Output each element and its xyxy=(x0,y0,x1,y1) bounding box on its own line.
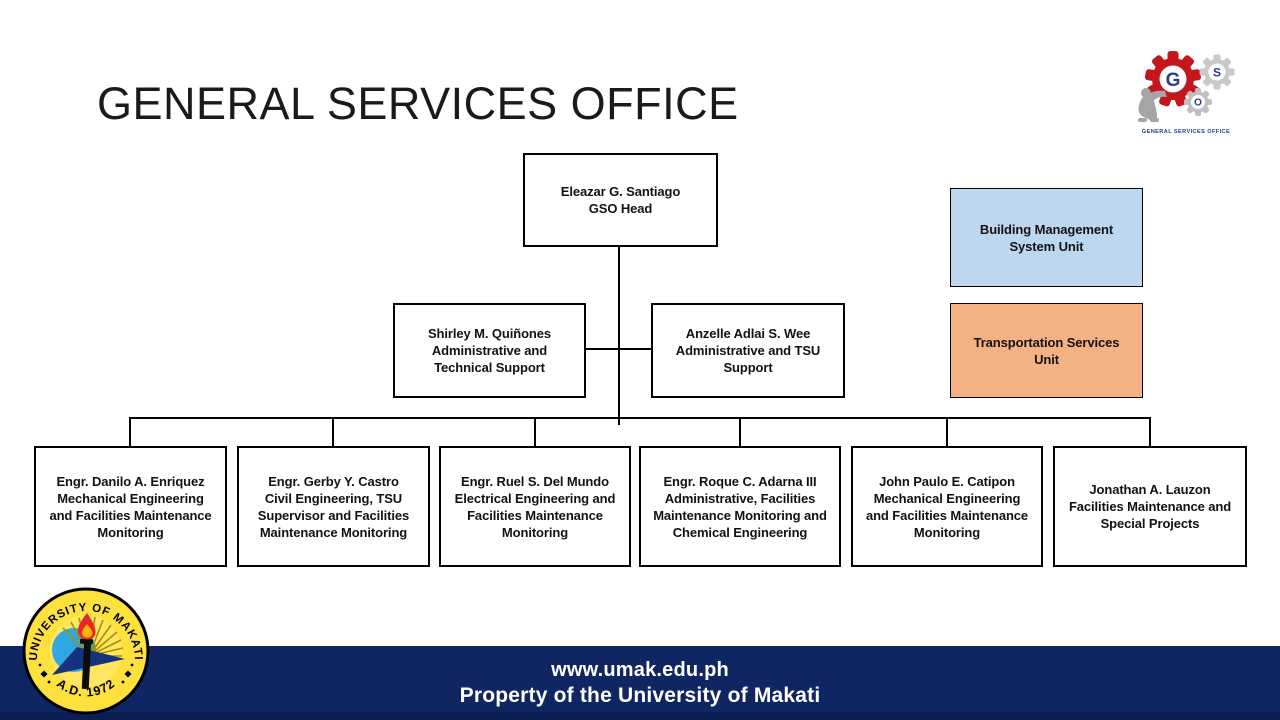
gear-o-icon: O xyxy=(1184,88,1212,116)
gso-logo-caption: GENERAL SERVICES OFFICE xyxy=(1142,129,1230,135)
gso-letter-g: G xyxy=(1166,70,1181,91)
umak-seal: UNIVERSITY OF MAKATI A.D. 1972 xyxy=(22,587,150,715)
connector-bus-horizontal xyxy=(129,417,1151,419)
footer-bar: www.umak.edu.ph Property of the Universi… xyxy=(0,646,1280,720)
org-box-admin-technical-support: Shirley M. Quiñones Administrative and T… xyxy=(393,303,586,398)
org-box-admin-tsu-support: Anzelle Adlai S. Wee Administrative and … xyxy=(651,303,845,398)
connector-drop-4 xyxy=(739,419,741,446)
connector-support-horizontal xyxy=(586,348,651,350)
org-box-lauzon: Jonathan A. Lauzon Facilities Maintenanc… xyxy=(1053,446,1247,567)
connector-drop-5 xyxy=(946,419,948,446)
seal-torch xyxy=(77,613,96,690)
page-title: GENERAL SERVICES OFFICE xyxy=(97,78,739,129)
org-box-catipon: John Paulo E. Catipon Mechanical Enginee… xyxy=(851,446,1043,567)
org-box-enriquez: Engr. Danilo A. Enriquez Mechanical Engi… xyxy=(34,446,227,567)
connector-drop-2 xyxy=(332,419,334,446)
org-box-adarna: Engr. Roque C. Adarna III Administrative… xyxy=(639,446,841,567)
connector-drop-3 xyxy=(534,419,536,446)
footer-website: www.umak.edu.ph xyxy=(551,658,729,681)
connector-drop-6 xyxy=(1149,419,1151,446)
gso-logo: G S xyxy=(1138,51,1235,135)
footer-property: Property of the University of Makati xyxy=(459,683,821,707)
footer-bottom-strip xyxy=(0,712,1280,720)
org-box-gso-head: Eleazar G. Santiago GSO Head xyxy=(523,153,718,247)
unit-box-building-management: Building Management System Unit xyxy=(950,188,1143,287)
seal-ornaments xyxy=(38,663,134,684)
connector-head-vertical xyxy=(618,247,620,425)
seal-emblem xyxy=(52,613,125,690)
gear-s-icon: S xyxy=(1199,54,1235,90)
connector-drop-1 xyxy=(129,419,131,446)
figure-icon xyxy=(1138,88,1167,122)
gso-letter-o: O xyxy=(1194,98,1202,109)
unit-box-transportation-services: Transportation Services Unit xyxy=(950,303,1143,398)
gso-letter-s: S xyxy=(1213,66,1221,80)
org-box-castro: Engr. Gerby Y. Castro Civil Engineering,… xyxy=(237,446,430,567)
org-box-delmundo: Engr. Ruel S. Del Mundo Electrical Engin… xyxy=(439,446,631,567)
